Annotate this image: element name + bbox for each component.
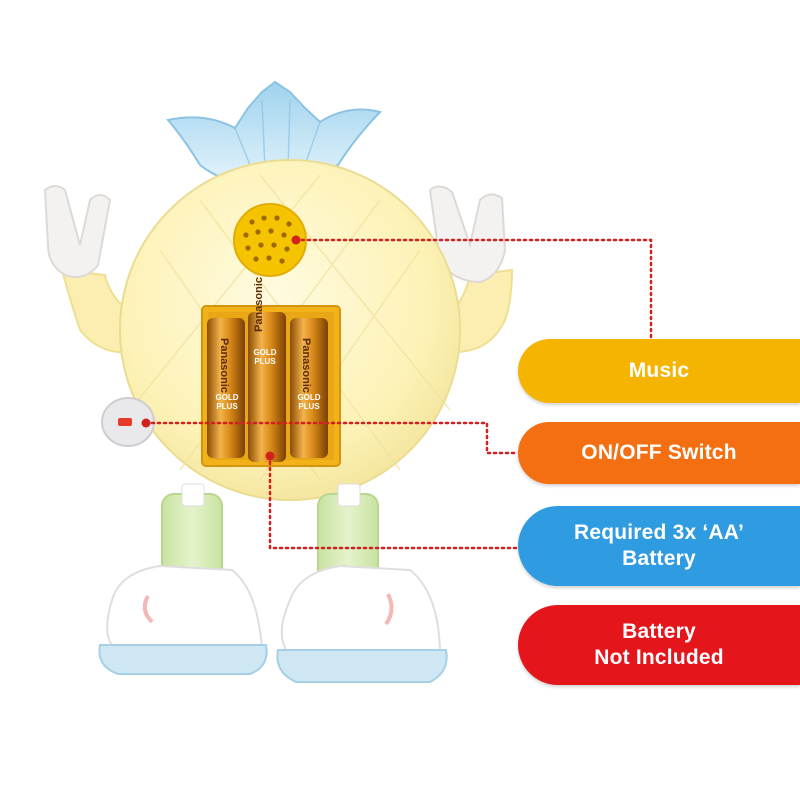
battery-requirement-label: Required 3x ‘AA’ Battery: [518, 506, 800, 586]
on-off-switch-label: ON/OFF Switch: [518, 422, 800, 484]
not-included-line2: Not Included: [594, 646, 724, 669]
on-off-switch-label-text: ON/OFF Switch: [581, 441, 737, 464]
battery-compartment: Panasonic Panasonic Panasonic GOLD PLUS …: [201, 277, 341, 467]
battery-brand-text: Panasonic: [253, 277, 265, 332]
battery-gold-text: GOLD: [253, 348, 276, 357]
battery-gold-text: GOLD: [297, 393, 320, 402]
on-off-switch: [101, 397, 155, 447]
battery-requirement-line1: Required 3x ‘AA’: [573, 521, 745, 544]
battery-brand-text: Panasonic: [218, 338, 230, 393]
battery-brand-text: Panasonic: [300, 338, 312, 393]
shoes: [98, 564, 448, 683]
battery-requirement-line2: Battery: [622, 547, 696, 570]
crown: [166, 80, 382, 187]
battery-not-included-label: Battery Not Included: [518, 605, 800, 685]
music-label-text: Music: [628, 359, 690, 382]
battery-gold-text: GOLD: [215, 393, 238, 402]
music-label: Music: [518, 339, 800, 403]
battery-plus-text: PLUS: [254, 357, 276, 366]
speaker-grille: [233, 203, 307, 277]
battery-plus-text: PLUS: [298, 402, 320, 411]
not-included-line1: Battery: [622, 620, 696, 643]
battery-plus-text: PLUS: [216, 402, 238, 411]
